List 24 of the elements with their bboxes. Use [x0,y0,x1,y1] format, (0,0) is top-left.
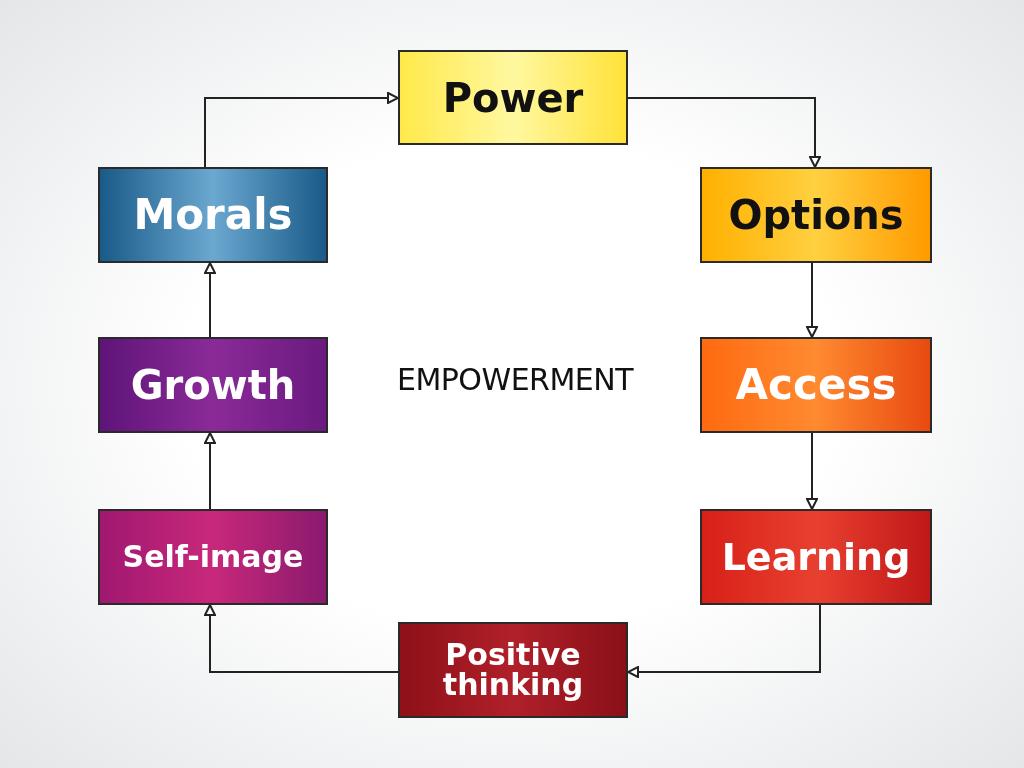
box-label: Power [441,77,585,118]
box-label: Growth [129,365,297,405]
arrow [204,432,216,510]
box-label: Morals [132,194,294,236]
arrow [806,432,818,510]
process-box [700,167,932,263]
process-box [98,167,328,263]
process-box [700,337,932,433]
box-label: Positive thinking [441,640,585,700]
center-title: EMPOWERMENT [395,362,635,397]
process-box [398,50,628,145]
arrow [204,262,216,338]
box-label: Self-image [121,542,305,572]
arrow [627,604,821,678]
arrow [204,92,399,168]
process-box [398,622,628,718]
arrow [627,97,821,168]
process-box [98,509,328,605]
box-label: Access [734,364,898,406]
arrow [806,262,818,338]
process-box [98,337,328,433]
box-label: Learning [720,538,912,576]
arrow [204,604,399,673]
process-box [700,509,932,605]
